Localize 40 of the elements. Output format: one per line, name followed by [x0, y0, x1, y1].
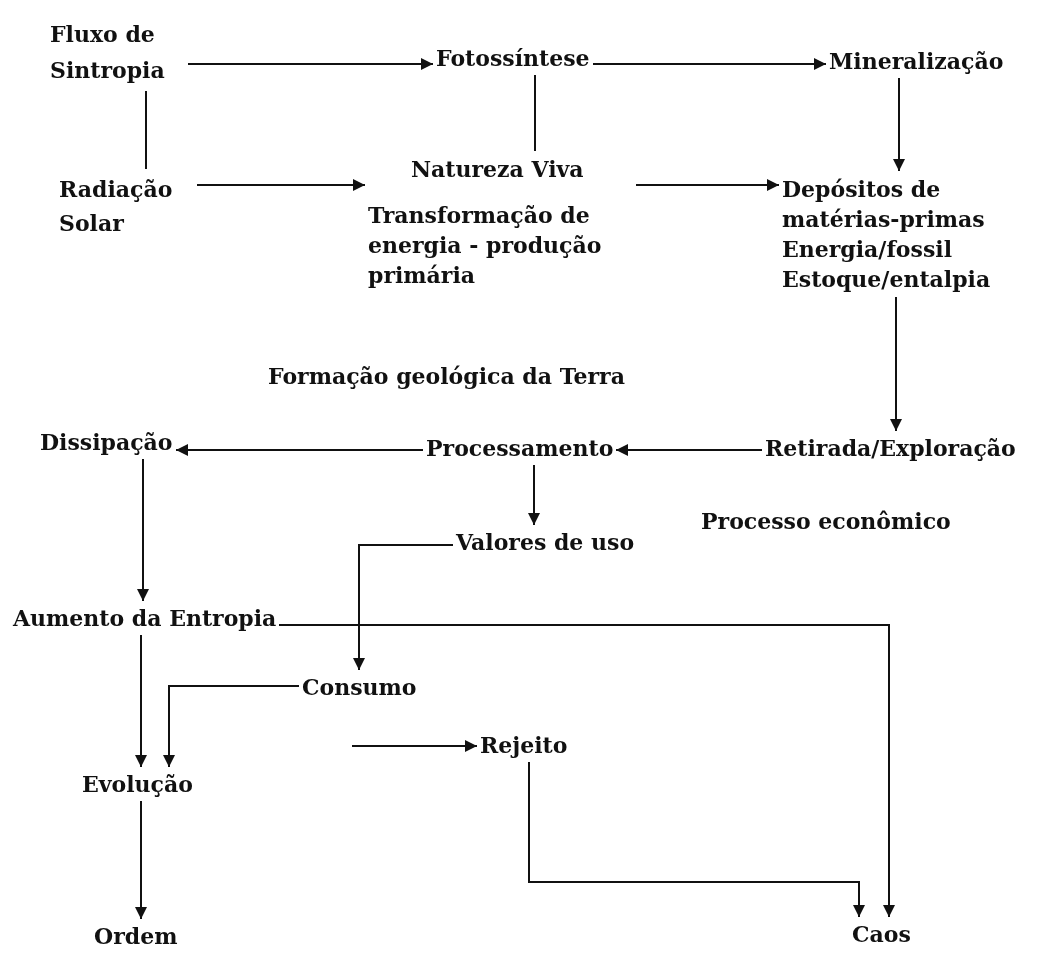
arrow — [135, 800, 147, 920]
node-label: Aumento da Entropia — [13, 604, 277, 632]
arrow — [353, 544, 454, 671]
arrow — [137, 458, 149, 602]
arrow — [351, 740, 478, 752]
arrow — [187, 58, 434, 70]
arrow — [135, 634, 147, 768]
node-label: Evolução — [82, 770, 193, 798]
arrow — [890, 296, 902, 432]
arrow — [196, 179, 366, 191]
node-title: Natureza Viva — [411, 155, 584, 184]
arrow — [528, 464, 540, 526]
node-description: Estoque/entalpia — [782, 265, 991, 294]
connector-line — [145, 90, 147, 170]
node-label: Mineralização — [829, 47, 1004, 75]
node-label: Radiação Solar — [59, 172, 194, 240]
node-description: Energia/fossil — [782, 235, 952, 264]
node-label: Valores de uso — [456, 528, 635, 556]
arrow — [893, 77, 905, 172]
node-label: Fotossíntese — [436, 44, 590, 72]
arrow — [615, 444, 763, 456]
arrow — [635, 179, 780, 191]
node-label: Rejeito — [480, 731, 568, 759]
node-title: Depósitos de matérias-primas — [782, 175, 986, 234]
node-label: Processamento — [426, 434, 614, 462]
arrow — [278, 624, 895, 918]
arrow — [528, 761, 865, 918]
node-label: Consumo — [302, 673, 417, 701]
group-label: Formação geológica da Terra — [268, 362, 625, 390]
node-label: Fluxo de Sintropia — [50, 16, 185, 88]
node-label: Ordem — [94, 922, 178, 950]
connector-line — [534, 74, 536, 152]
node-label: Caos — [852, 920, 911, 948]
arrow — [175, 444, 424, 456]
arrow — [592, 58, 827, 70]
node-description: Transformação de energia - produção primária — [368, 201, 603, 290]
group-label: Processo econômico — [701, 507, 951, 535]
arrow — [163, 685, 300, 768]
node-label: Retirada/Exploração — [765, 434, 1016, 462]
node-label: Dissipação — [40, 428, 173, 456]
